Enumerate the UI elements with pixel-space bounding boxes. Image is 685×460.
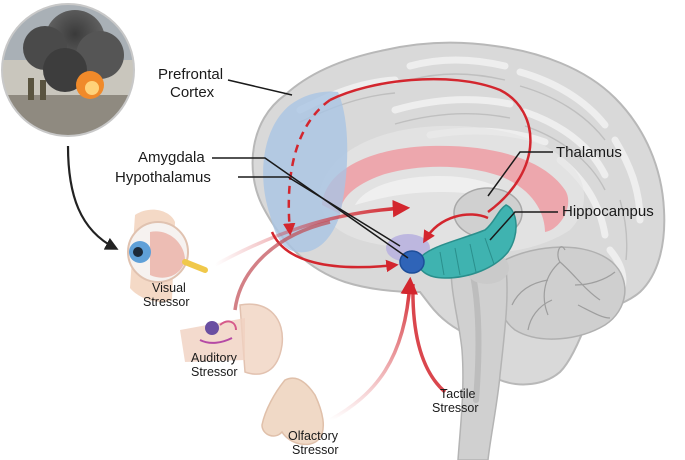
visual-pathway bbox=[214, 199, 411, 267]
hippocampus-folds bbox=[439, 237, 495, 276]
amygdala-label: Amygdala bbox=[138, 149, 205, 166]
thalamus-to-prefrontal-pathway bbox=[329, 77, 532, 214]
thalamus-to-amygdala-pathway bbox=[423, 213, 489, 244]
hypothalamus-leader bbox=[238, 176, 401, 247]
olfactory-label-line1: Olfactory bbox=[288, 429, 339, 443]
auditory-label-line2: Stressor bbox=[191, 365, 238, 379]
prefrontal-cortex-region bbox=[263, 91, 348, 253]
thalamus-leader bbox=[487, 151, 553, 197]
olfactory-stressor-label: Olfactory Stressor bbox=[288, 429, 342, 457]
neural-pathways bbox=[270, 77, 532, 273]
sensory-pathways bbox=[214, 199, 447, 422]
olfactory-pathway bbox=[329, 276, 418, 422]
tactile-pathway bbox=[411, 283, 447, 394]
ventricle bbox=[355, 176, 520, 205]
prefrontal-to-amygdala-pathway bbox=[270, 231, 399, 273]
brain-illustration bbox=[251, 41, 666, 460]
visual-label-line2: Stressor bbox=[143, 295, 190, 309]
visual-label-line1: Visual bbox=[152, 281, 186, 295]
amygdala-leader bbox=[212, 157, 409, 259]
prefrontal-label-line2: Cortex bbox=[170, 84, 215, 101]
olfactory-label-line2: Stressor bbox=[292, 443, 339, 457]
prefrontal-dashed-pathway bbox=[283, 98, 331, 236]
sulci-lines bbox=[299, 73, 628, 261]
leader-lines bbox=[212, 79, 558, 259]
corpus-callosum bbox=[322, 145, 569, 232]
prefrontal-cortex-label: Prefrontal Cortex bbox=[158, 66, 227, 101]
thalamus-label: Thalamus bbox=[556, 144, 622, 161]
cerebellum bbox=[495, 246, 626, 340]
prefrontal-leader bbox=[227, 79, 293, 96]
nose-illustration bbox=[261, 377, 325, 446]
tactile-stressor-label: Tactile Stressor bbox=[432, 387, 479, 415]
hypothalamus-label: Hypothalamus bbox=[115, 169, 211, 186]
auditory-label-line1: Auditory bbox=[191, 351, 238, 365]
hippocampus-leader bbox=[489, 211, 558, 241]
hippocampus-region bbox=[418, 204, 517, 279]
hippocampus-label: Hippocampus bbox=[562, 203, 654, 220]
tactile-label-line2: Stressor bbox=[432, 401, 479, 415]
photo-to-eye-arrow bbox=[66, 145, 119, 250]
combat-scene-photo bbox=[1, 3, 135, 137]
ear-illustration bbox=[180, 303, 284, 375]
visual-stressor-label: Visual Stressor bbox=[143, 281, 190, 309]
auditory-stressor-label: Auditory Stressor bbox=[191, 351, 240, 379]
prefrontal-label-line1: Prefrontal bbox=[158, 66, 223, 83]
auditory-pathway bbox=[233, 220, 331, 311]
eye-illustration bbox=[127, 209, 208, 302]
tactile-label-line1: Tactile bbox=[440, 387, 475, 401]
